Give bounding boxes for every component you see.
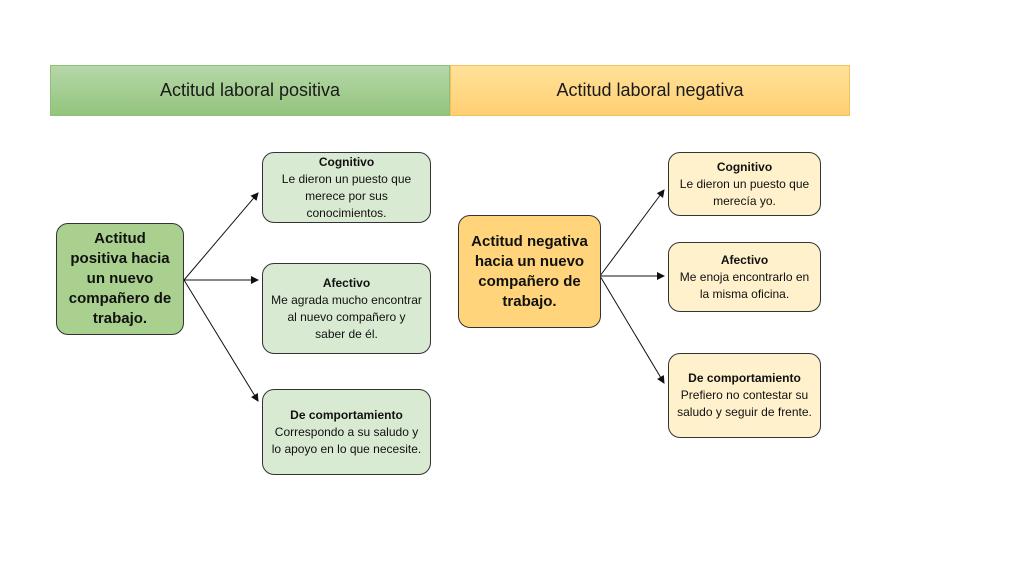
positive-cognitive-text: Le dieron un puesto que merece por sus c… bbox=[281, 171, 412, 220]
positive-affective-text: Me agrada mucho encontrar al nuevo compa… bbox=[271, 292, 422, 341]
negative-attitude-node: Actitud negativa hacia un nuevo compañer… bbox=[458, 215, 601, 328]
positive-banner-label: Actitud laboral positiva bbox=[159, 80, 341, 100]
negative-cognitive-node: Cognitivo Le dieron un puesto que merecí… bbox=[668, 152, 821, 216]
arrow-negative-cognitive bbox=[599, 189, 665, 277]
positive-behavioral-title: De comportamiento bbox=[290, 407, 403, 422]
negative-behavioral-text: Prefiero no contestar su saludo y seguir… bbox=[677, 388, 812, 419]
negative-banner-label: Actitud laboral negativa bbox=[556, 80, 744, 100]
negative-affective-title: Afectivo bbox=[720, 252, 769, 267]
negative-cognitive-title: Cognitivo bbox=[716, 159, 773, 174]
positive-cognitive-title: Cognitivo bbox=[318, 154, 375, 169]
negative-affective-node: Afectivo Me enoja encontrarlo en la mism… bbox=[668, 242, 821, 312]
positive-affective-node: Afectivo Me agrada mucho encontrar al nu… bbox=[262, 263, 431, 354]
negative-behavioral-title: De comportamiento bbox=[688, 371, 801, 385]
positive-attitude-text: Actitud positiva hacia un nuevo compañer… bbox=[68, 230, 172, 327]
negative-behavioral-node: De comportamiento Prefiero no contestar … bbox=[668, 353, 821, 438]
positive-behavioral-text: Correspondo a su saludo y lo apoyo en lo… bbox=[271, 424, 422, 456]
positive-behavioral-node: De comportamiento Correspondo a su salud… bbox=[262, 389, 431, 475]
negative-cognitive-text: Le dieron un puesto que merecía yo. bbox=[679, 176, 810, 208]
arrow-positive-behavioral bbox=[183, 279, 259, 402]
negative-affective-text: Me enoja encontrarlo en la misma oficina… bbox=[679, 269, 810, 301]
positive-cognitive-node: Cognitivo Le dieron un puesto que merece… bbox=[262, 152, 431, 223]
negative-attitude-banner: Actitud laboral negativa bbox=[450, 65, 850, 116]
positive-affective-title: Afectivo bbox=[322, 275, 371, 290]
arrow-positive-cognitive bbox=[183, 192, 259, 281]
arrow-negative-behavioral bbox=[599, 275, 665, 384]
positive-attitude-banner: Actitud laboral positiva bbox=[50, 65, 450, 116]
negative-attitude-text: Actitud negativa hacia un nuevo compañer… bbox=[471, 232, 588, 310]
positive-attitude-node: Actitud positiva hacia un nuevo compañer… bbox=[56, 223, 184, 335]
